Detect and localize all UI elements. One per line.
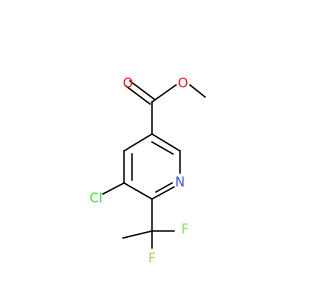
bond-ester-oxygen <box>150 83 178 104</box>
bond-carbonyl-double-1 <box>124 84 152 106</box>
bond-lines <box>101 79 207 249</box>
atom-label-fluorine-bottom: F <box>148 252 155 267</box>
bond-methyl <box>188 83 207 99</box>
bond-ring-3 <box>122 181 154 201</box>
bond-aromatic-inner-3 <box>150 140 175 156</box>
bond-ring-6 <box>150 132 182 153</box>
bond-ring-1 <box>122 132 154 153</box>
atom-label-carbonyl-oxygen: O <box>123 77 133 92</box>
atom-label-ring-nitrogen: N <box>175 176 185 191</box>
atom-labels: O O N Cl F F <box>90 77 189 267</box>
atom-label-ester-oxygen: O <box>178 77 188 92</box>
chemical-structure-diagram: O O N Cl F F <box>89 76 207 267</box>
bond-aromatic-inner-2 <box>154 181 174 194</box>
atom-label-fluorine-right: F <box>181 223 188 238</box>
bond-ring-4 <box>150 185 176 201</box>
bond-chlorine <box>101 181 126 196</box>
bond-carbonyl-double-2 <box>128 79 156 101</box>
atom-label-chlorine: Cl <box>90 192 103 207</box>
bond-cf2-methyl <box>122 230 153 239</box>
